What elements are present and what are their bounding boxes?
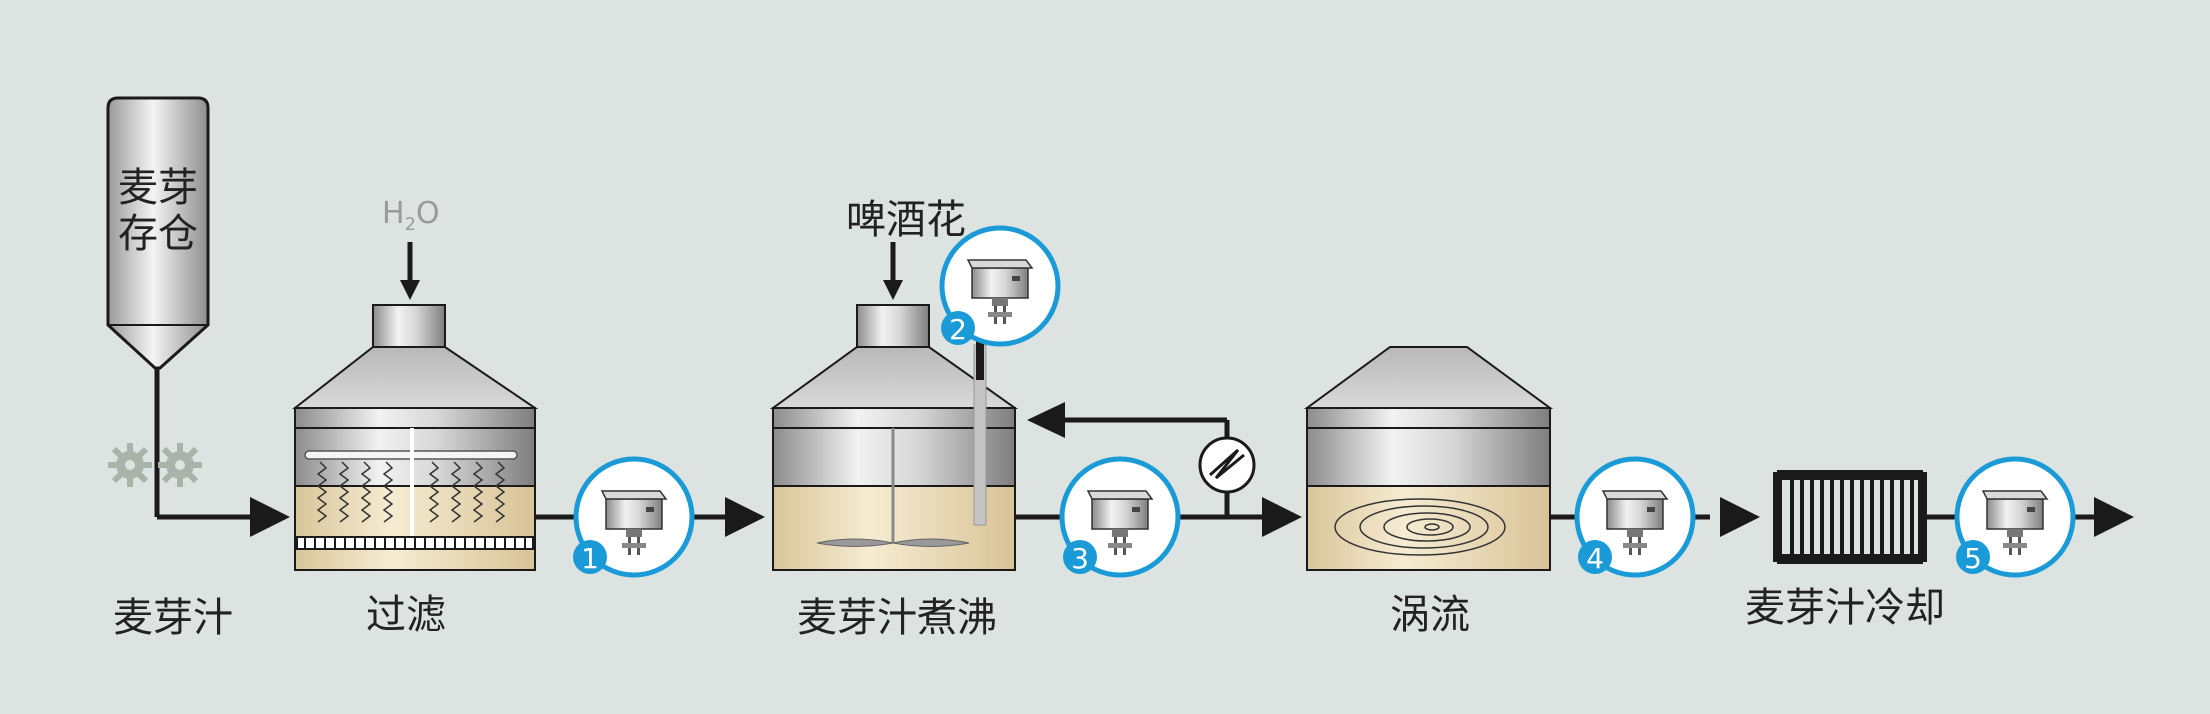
gear-icon — [108, 443, 202, 487]
flow-arrow — [725, 497, 765, 537]
sensor-badge-5: 5 — [1956, 540, 1990, 575]
flow-arrow — [1262, 497, 1302, 537]
sensor-2 — [939, 225, 1061, 347]
water-label-o: O — [416, 196, 440, 231]
sensor-badge-2: 2 — [941, 311, 975, 346]
silo-label: 麦芽 存仓 — [103, 165, 213, 257]
whirlpool-label: 涡流 — [1390, 592, 1470, 638]
silo-label-line2: 存仓 — [118, 211, 198, 257]
sensor-number: 3 — [1071, 542, 1089, 575]
sensor-5 — [1954, 456, 2076, 578]
sensor-number: 1 — [581, 542, 599, 575]
wort-kettle — [769, 304, 1019, 571]
hops-arrow — [883, 280, 903, 300]
filtration-label: 过滤 — [366, 592, 446, 638]
flow-arrow — [250, 497, 290, 537]
whirlpool-tank — [1303, 346, 1554, 571]
silo-label-line1: 麦芽 — [118, 165, 198, 211]
cooling-label: 麦芽汁冷却 — [1745, 585, 1945, 631]
sensor-badge-4: 4 — [1578, 540, 1612, 575]
hops-label: 啤酒花 — [846, 197, 966, 243]
malt-silo — [106, 96, 210, 370]
sensor-number: 4 — [1586, 542, 1604, 575]
lauter-tun — [292, 304, 539, 571]
heat-exchanger-icon — [1198, 436, 1256, 494]
sensor-1 — [573, 456, 695, 578]
sensor-number: 5 — [1964, 542, 1982, 575]
wort-cooler — [1773, 470, 1927, 564]
flow-arrow — [1027, 402, 1065, 438]
flow-arrow — [1720, 497, 1760, 537]
water-label-h: H — [382, 196, 405, 231]
water-label: H2O — [382, 196, 440, 235]
sensor-badge-3: 3 — [1063, 540, 1097, 575]
boiling-label: 麦芽汁煮沸 — [797, 595, 997, 641]
sensor-number: 2 — [949, 313, 967, 346]
flow-arrows — [250, 280, 2134, 537]
water-label-sub: 2 — [404, 214, 417, 235]
sensor-badge-1: 1 — [573, 540, 607, 575]
wort-label: 麦芽汁 — [113, 595, 233, 641]
water-arrow — [400, 280, 420, 300]
flow-arrow — [2094, 497, 2134, 537]
